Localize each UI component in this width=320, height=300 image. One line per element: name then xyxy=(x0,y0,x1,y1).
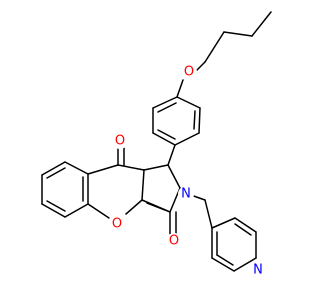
atom-label-o-lactam: O xyxy=(169,234,179,249)
atom-label-o-ether: O xyxy=(184,65,194,80)
ketone-oxygen: O xyxy=(112,133,128,149)
atom-label-o-ketone: O xyxy=(115,134,125,149)
lactam-oxygen: O xyxy=(166,233,182,249)
bond-lines xyxy=(41,11,272,272)
atom-label-o-pyran: O xyxy=(112,217,122,232)
lactam-nitrogen: N xyxy=(178,186,194,202)
ether-oxygen: O xyxy=(181,64,197,80)
atom-label-n-pyridine: N xyxy=(253,263,263,278)
pyran-oxygen: O xyxy=(109,216,125,232)
chemical-structure: O O O O N N xyxy=(41,11,272,278)
pyridine-nitrogen: N xyxy=(250,262,266,278)
atom-labels: O O O O N N xyxy=(109,64,266,278)
atom-label-n-lactam: N xyxy=(181,187,191,202)
